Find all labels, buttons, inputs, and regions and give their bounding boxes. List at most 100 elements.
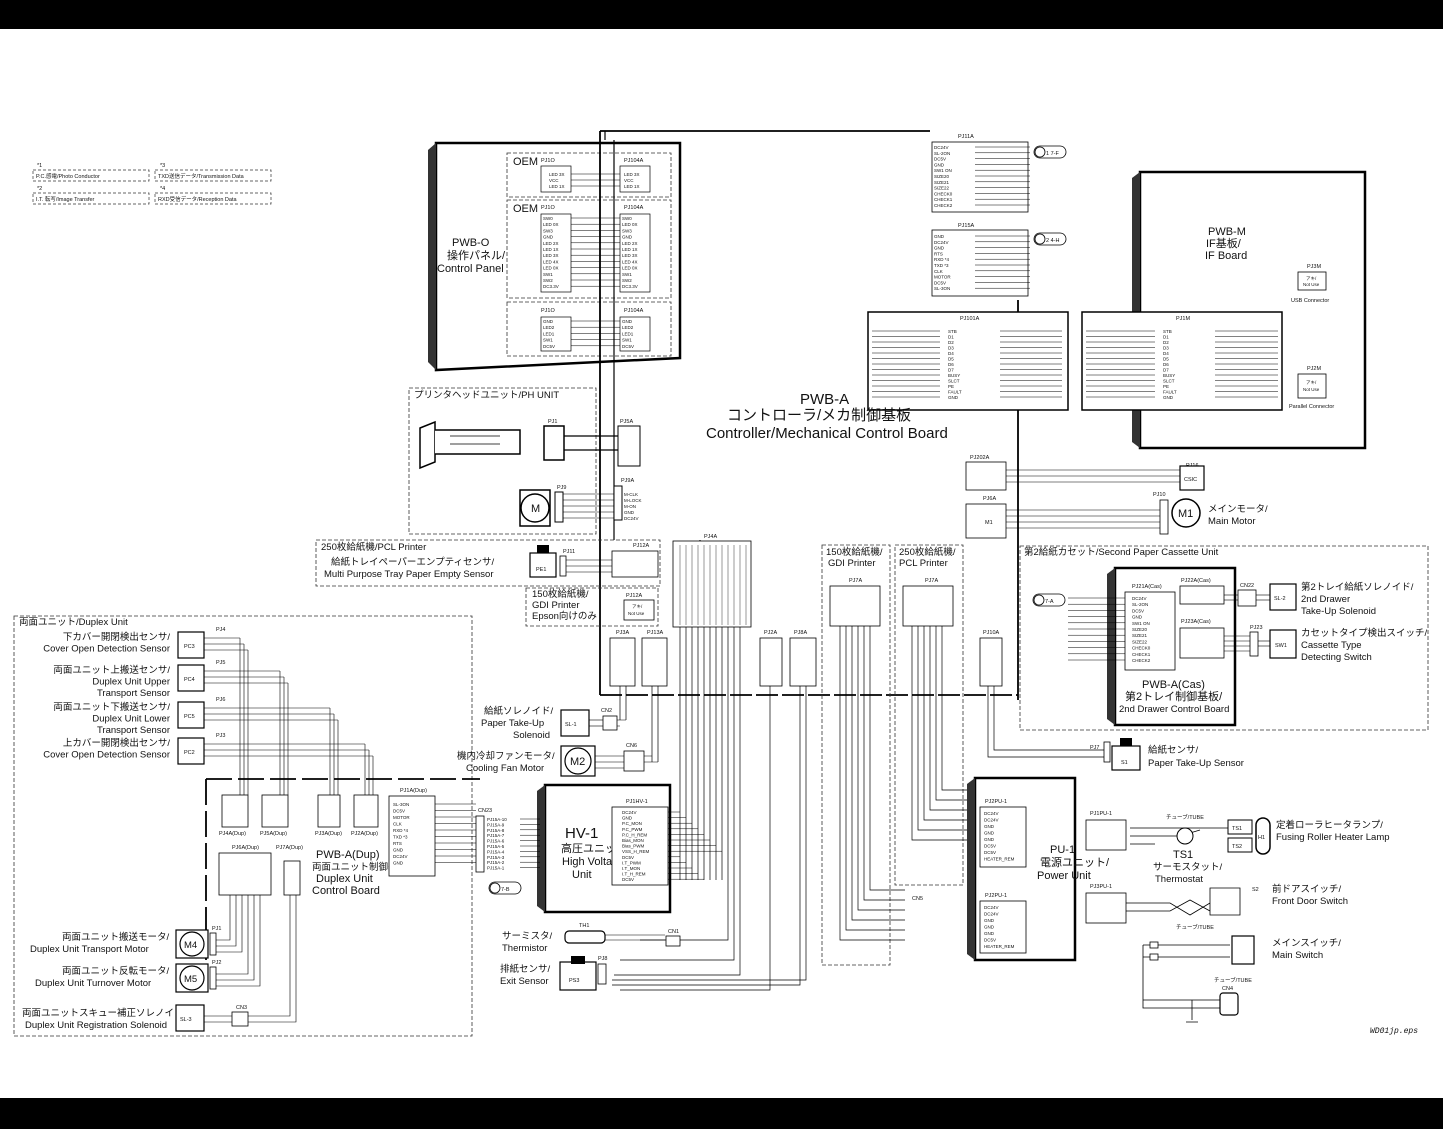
hv-1-high-voltage-unit: HV-1 高圧ユニット/ High Voltage Unit PJ1HV-1 D… bbox=[537, 783, 722, 914]
pj11a-pin: SIZE21 bbox=[934, 180, 950, 185]
tube1-label: チューブ/TUBE bbox=[1166, 813, 1204, 821]
pj6adup-label: PJ6A(Dup) bbox=[232, 845, 259, 851]
thermistor-exit-sensor: サーミスタ/ Thermistor TH1 CN1 排紙センサ/ Exit Se… bbox=[500, 923, 681, 991]
phunit-label: プリンタヘッドユニット/PH UNIT bbox=[414, 390, 559, 401]
pj21acas-label: PJ21A(Cas) bbox=[1132, 584, 1162, 590]
pj1m-pin: FAULT bbox=[1163, 390, 1177, 395]
sl1-en1: Paper Take-Up bbox=[481, 718, 544, 729]
cn23-pin: PJ15A-5 bbox=[487, 844, 505, 849]
pc4-symbol: PC4 bbox=[184, 677, 195, 683]
pj4-label: PJ4 bbox=[216, 627, 225, 633]
pj15a-pin: DC24V bbox=[934, 240, 949, 245]
notuse-a2: Not Use bbox=[628, 611, 645, 616]
oem2-pin: LED 2X bbox=[543, 241, 559, 246]
usb-line3: USB Connector bbox=[1291, 298, 1329, 304]
pj6a-label: PJ6A bbox=[983, 496, 996, 502]
m5-symbol: M5 bbox=[184, 974, 197, 985]
legend-n1: *1 bbox=[37, 163, 42, 169]
dup-pin: RTS bbox=[393, 841, 402, 846]
legend-n4: *4 bbox=[160, 186, 165, 192]
dup-pin: CLK bbox=[393, 822, 402, 827]
cn23-pin: PJ15A-10 bbox=[487, 817, 507, 822]
h1-symbol: H1 bbox=[1258, 835, 1265, 841]
pj101a-pin: D6 bbox=[948, 362, 954, 367]
gdi150a-line1: 150枚給紙機/ bbox=[532, 588, 589, 600]
pu1a-pin: DC5V bbox=[984, 844, 996, 849]
hv1-pin: GND bbox=[622, 816, 633, 821]
pj101a-pin: FAULT bbox=[948, 390, 962, 395]
oem3-pin: SW1 bbox=[543, 338, 553, 343]
cn23-pin: PJ15A-2 bbox=[487, 860, 505, 865]
pj21-pin: SL-2ON bbox=[1132, 602, 1148, 607]
legend-v3: TXD送信データ/Transmission Data bbox=[158, 172, 245, 180]
legend-n3: *3 bbox=[160, 163, 165, 169]
dup-pin: TXD *3 bbox=[393, 835, 408, 840]
ref-4h: 2 4-H bbox=[1046, 238, 1059, 244]
sol2-jp: 第2トレイ給紙ソレノイド/ bbox=[1301, 581, 1414, 593]
oem2-pin: GND bbox=[543, 235, 554, 240]
oem2-pin: LED 3X bbox=[543, 253, 559, 258]
pu1a-pin: GND bbox=[984, 837, 995, 842]
usb-line2: Not Use bbox=[1303, 282, 1320, 287]
heater-en: Fusing Roller Heater Lamp bbox=[1276, 832, 1390, 843]
sol2-en2: Take-Up Solenoid bbox=[1301, 606, 1376, 617]
pj1-ph-label: PJ1 bbox=[548, 419, 557, 425]
oem3-pin: LED2 bbox=[543, 325, 555, 330]
hv1-pin: DC5V bbox=[622, 877, 634, 882]
pj1pu1-label: PJ1PU-1 bbox=[1090, 811, 1112, 817]
oem3b-pin: GND bbox=[622, 319, 633, 324]
pj2m-label: PJ2M bbox=[1307, 366, 1321, 372]
notuse-a1: アキ/ bbox=[632, 604, 643, 610]
ps3-symbol: PS3 bbox=[569, 978, 579, 984]
second-cassette-unit: 第2給紙カセット/Second Paper Cassette Unit PJ21… bbox=[1019, 545, 1429, 731]
oem1-pin3: LED 1X bbox=[549, 184, 565, 189]
oem2-pin: LED 0X bbox=[543, 266, 559, 271]
thermistor-en: Thermistor bbox=[502, 943, 547, 954]
pj22acas-label: PJ22A(Cas) bbox=[1181, 578, 1211, 584]
pwba-lower-connectors: PJ4A PJ3A PJ13A PJ2A PJ8A 150枚給紙機/ GDI P… bbox=[609, 534, 1003, 966]
oem2-label: OEM bbox=[513, 203, 538, 215]
pc5-label-1: Duplex Unit Lower bbox=[92, 714, 170, 725]
pj8a-label: PJ8A bbox=[794, 630, 807, 636]
pj15a-pin: CLK bbox=[934, 269, 943, 274]
pc4-label-1: Duplex Unit Upper bbox=[92, 677, 170, 688]
m4-en: Duplex Unit Transport Motor bbox=[30, 944, 149, 955]
pj101a-pin: D5 bbox=[948, 357, 954, 362]
pj3m-label: PJ3M bbox=[1307, 264, 1321, 270]
cn5-label: CN5 bbox=[912, 896, 923, 902]
legend-v1: P.C.感電/Photo Conductor bbox=[36, 172, 100, 180]
pj101a-pin: PE bbox=[948, 384, 954, 389]
pj1m-pin: STB bbox=[1163, 329, 1172, 334]
heater-jp: 定着ローラヒータランプ/ bbox=[1276, 819, 1383, 831]
pj3a-label: PJ3A bbox=[616, 630, 629, 636]
pj9-label: PJ9 bbox=[557, 485, 566, 491]
dup-pin: SL-3ON bbox=[393, 802, 409, 807]
cn23-pin: PJ15A-1 bbox=[487, 866, 505, 871]
pj202a-label: PJ202A bbox=[970, 455, 990, 461]
pc2-symbol-box bbox=[177, 737, 205, 765]
pj8-label: PJ8 bbox=[598, 956, 607, 962]
pj15a-pin: GND bbox=[934, 234, 945, 239]
pwbacas-line1: PWB-A(Cas) bbox=[1142, 679, 1205, 691]
pcl250-title: 250枚給紙機/PCL Printer bbox=[321, 541, 426, 553]
pwba-line3: Controller/Mechanical Control Board bbox=[706, 425, 948, 442]
pwbo-line2: 操作パネル/ bbox=[447, 248, 506, 262]
pj21-pin: DC5V bbox=[1132, 608, 1144, 613]
pj1m-pin: GND bbox=[1163, 395, 1174, 400]
dup-pin: GND bbox=[393, 848, 404, 853]
cn23-pin: PJ15A-6 bbox=[487, 839, 505, 844]
pcl-250-section: 250枚給紙機/PCL Printer 給紙トレイペーパーエンプティセンサ/ M… bbox=[315, 539, 661, 627]
sl3-symbol: SL-3 bbox=[180, 1017, 192, 1023]
pj1d-label: PJ1 bbox=[212, 926, 221, 932]
wiring-diagram-page: *1 P.C.感電/Photo Conductor *2 I.T. 転写/Ima… bbox=[0, 29, 1443, 1098]
m1-symbol: M1 bbox=[1178, 508, 1193, 520]
pj23-label: PJ23 bbox=[1250, 625, 1263, 631]
legend: *1 P.C.感電/Photo Conductor *2 I.T. 転写/Ima… bbox=[32, 163, 272, 205]
pcl250b-line1: 250枚給紙機/ bbox=[899, 546, 956, 558]
sl1-jp: 給紙ソレノイド/ bbox=[484, 705, 554, 717]
pj11a-pin: CHECK2 bbox=[934, 203, 953, 208]
pu1-line3: Power Unit bbox=[1037, 870, 1091, 882]
pc3-label-1: Cover Open Detection Sensor bbox=[43, 644, 170, 655]
legend-v2: I.T. 転写/Image Transfer bbox=[36, 196, 95, 203]
pj15a-pin: SL-3ON bbox=[934, 286, 950, 291]
